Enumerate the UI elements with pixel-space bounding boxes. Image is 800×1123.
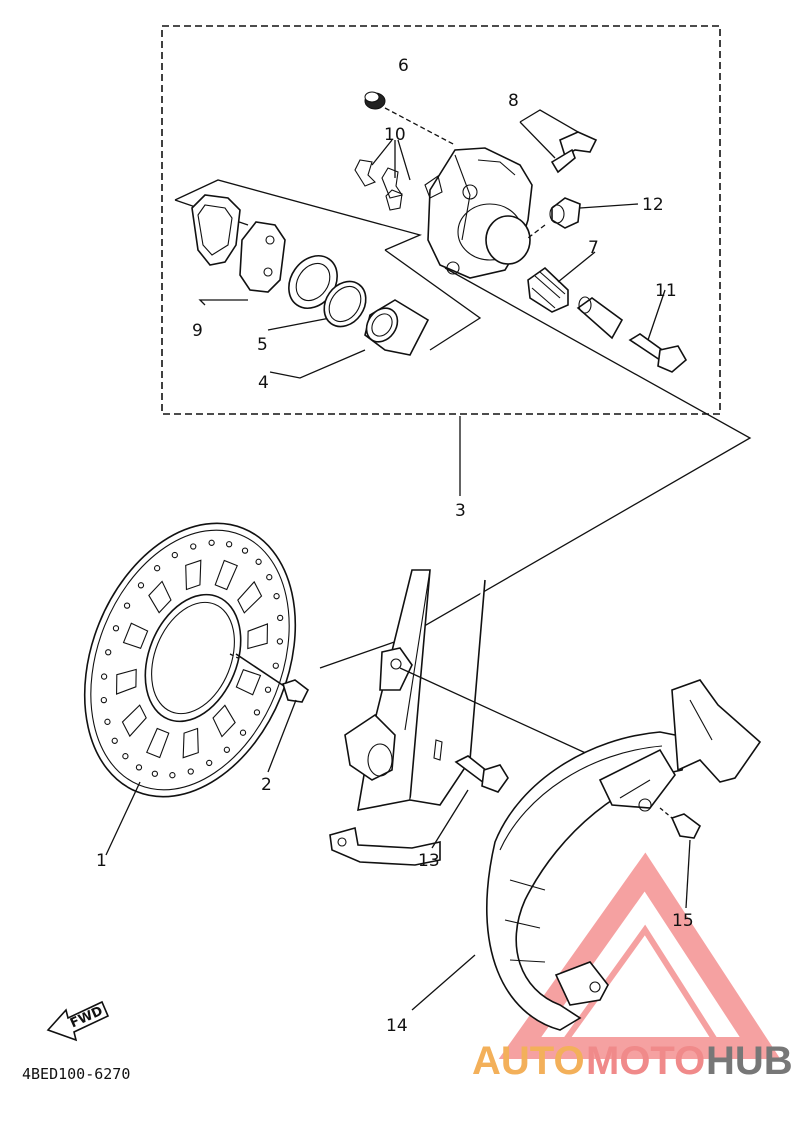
disc-slot: [121, 704, 147, 738]
disc-hole: [100, 696, 107, 704]
disc-hole: [239, 729, 247, 736]
brake-disc: [83, 522, 297, 856]
disc-slot: [212, 704, 236, 738]
bleed-screw: [519, 109, 598, 174]
disc-hole: [169, 772, 176, 779]
caliper-piston: [364, 299, 430, 356]
disc-hole: [137, 582, 145, 589]
disc-slot: [214, 559, 238, 591]
disc-hole: [266, 574, 273, 581]
watermark-part2: MOTO: [586, 1039, 705, 1083]
caliper-cap: [527, 197, 639, 239]
watermark-logo-icon: [498, 852, 781, 1059]
disc-hole: [190, 543, 197, 550]
disc-hole: [264, 686, 272, 693]
caliper-bushing: [364, 91, 456, 146]
disc-guard: [411, 679, 762, 1031]
disc-hole: [104, 718, 111, 725]
guard-bolt: [431, 755, 509, 849]
brake-pad-outer: [191, 194, 241, 266]
disc-slot: [146, 727, 170, 759]
disc-hole: [187, 768, 194, 775]
disc-slot: [148, 580, 172, 614]
disc-slot: [235, 668, 262, 696]
disc-hole: [255, 558, 262, 565]
callout-6: 6: [398, 56, 409, 76]
callout-15: 15: [672, 911, 694, 931]
disc-hole: [100, 673, 108, 680]
pad-spring-clip: [354, 139, 411, 211]
dust-boot: [527, 251, 596, 313]
fwd-arrow-icon: FWD: [46, 1000, 110, 1042]
disc-hole: [223, 746, 231, 753]
disc-slot: [247, 623, 268, 650]
disc-slot: [182, 727, 199, 759]
callout-1: 1: [96, 851, 107, 871]
watermark-text: AUTO MOTO HUB: [472, 1039, 793, 1083]
callout-2: 2: [261, 775, 272, 795]
callout-10: 10: [384, 125, 406, 145]
disc-hole: [151, 770, 159, 777]
callout-8: 8: [508, 91, 519, 111]
callout-11: 11: [655, 281, 677, 301]
disc-hole: [273, 593, 280, 600]
callout-3: 3: [455, 501, 466, 521]
guard-mount-bolt: [659, 807, 702, 909]
front-fork-leg: [329, 569, 486, 866]
fwd-label: FWD: [68, 1004, 105, 1032]
disc-bolt: [229, 653, 310, 773]
disc-hole: [123, 602, 131, 609]
disc-hole: [105, 649, 112, 656]
disc-hole: [171, 551, 178, 559]
disc-hole: [111, 737, 118, 744]
callout-5: 5: [257, 335, 268, 355]
dust-seal: [323, 280, 367, 328]
callout-7: 7: [588, 238, 599, 258]
disc-hole: [276, 638, 284, 645]
disc-slot: [185, 559, 202, 591]
callout-12: 12: [642, 195, 664, 215]
caliper-pin: [576, 296, 624, 340]
callout-4: 4: [258, 373, 269, 393]
disc-hole: [253, 709, 261, 716]
disc-hole: [122, 753, 129, 760]
disc-hole: [208, 539, 215, 546]
diagram-code: 4BED100-6270: [22, 1065, 130, 1083]
disc-slot: [237, 580, 263, 614]
watermark-part3: HUB: [706, 1039, 793, 1083]
disc-hole: [241, 547, 249, 554]
caliper-body: [424, 147, 533, 279]
disc-slot: [122, 622, 149, 650]
callout-9: 9: [192, 321, 203, 341]
callout-14: 14: [386, 1016, 408, 1036]
callout-13: 13: [418, 851, 440, 871]
brake-pad-inner: [239, 221, 286, 293]
piston-seal: [288, 255, 338, 309]
disc-hole: [206, 759, 213, 767]
disc-hole: [272, 662, 279, 669]
disc-hole: [225, 541, 233, 548]
caliper-bolt: [628, 289, 688, 373]
watermark-part1: AUTO: [472, 1039, 585, 1083]
disc-hole: [277, 614, 284, 622]
disc-slot: [116, 668, 137, 695]
caliper-assembly-boundary: [161, 25, 721, 415]
disc-hole: [135, 764, 143, 771]
disc-hole: [112, 625, 120, 632]
disc-hole: [153, 565, 161, 572]
